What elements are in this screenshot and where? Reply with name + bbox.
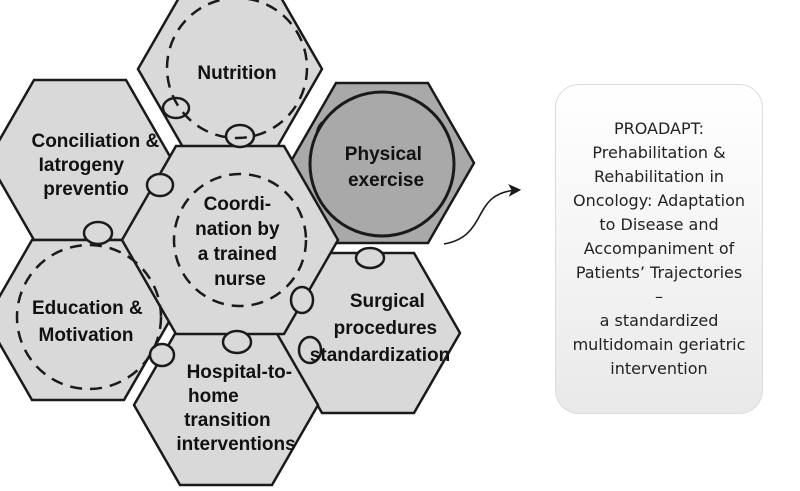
label-coordination: Coordi- nation by a trained nurse bbox=[195, 194, 285, 290]
info-line: multidomain geriatric bbox=[572, 335, 746, 354]
info-line: a standardized bbox=[599, 311, 719, 330]
info-line: intervention bbox=[610, 359, 708, 378]
circle-education bbox=[15, 243, 163, 391]
circle-nutrition bbox=[165, 0, 309, 140]
info-line: PROADAPT: bbox=[613, 119, 705, 138]
label-conciliation: Conciliation & Iatrogeny preventio bbox=[31, 131, 164, 200]
info-line: Patients’ Trajectories bbox=[575, 263, 743, 282]
circle-physical bbox=[308, 90, 456, 238]
info-line: – bbox=[655, 287, 663, 306]
label-surgical: Surgical procedures standardization bbox=[310, 291, 450, 366]
hex-coordination bbox=[120, 144, 340, 336]
circle-coordination bbox=[172, 172, 308, 308]
label-nutrition: Nutrition bbox=[197, 63, 276, 84]
proadapt-info-box: PROADAPT: Prehabilitation & Rehabilitati… bbox=[555, 84, 763, 414]
info-line: to Disease and bbox=[599, 215, 719, 234]
info-line: Rehabilitation in bbox=[593, 167, 725, 186]
info-line: Accompaniment of bbox=[583, 239, 735, 258]
connector-arrow bbox=[443, 184, 522, 245]
label-physical-exercise: Physical exercise bbox=[345, 144, 427, 191]
label-education: Education & Motivation bbox=[32, 298, 148, 346]
label-hospital: Hospital-to- home transition interventio… bbox=[176, 362, 297, 455]
info-line: Oncology: Adaptation bbox=[573, 191, 745, 210]
info-line: Prehabilitation & bbox=[592, 143, 726, 162]
